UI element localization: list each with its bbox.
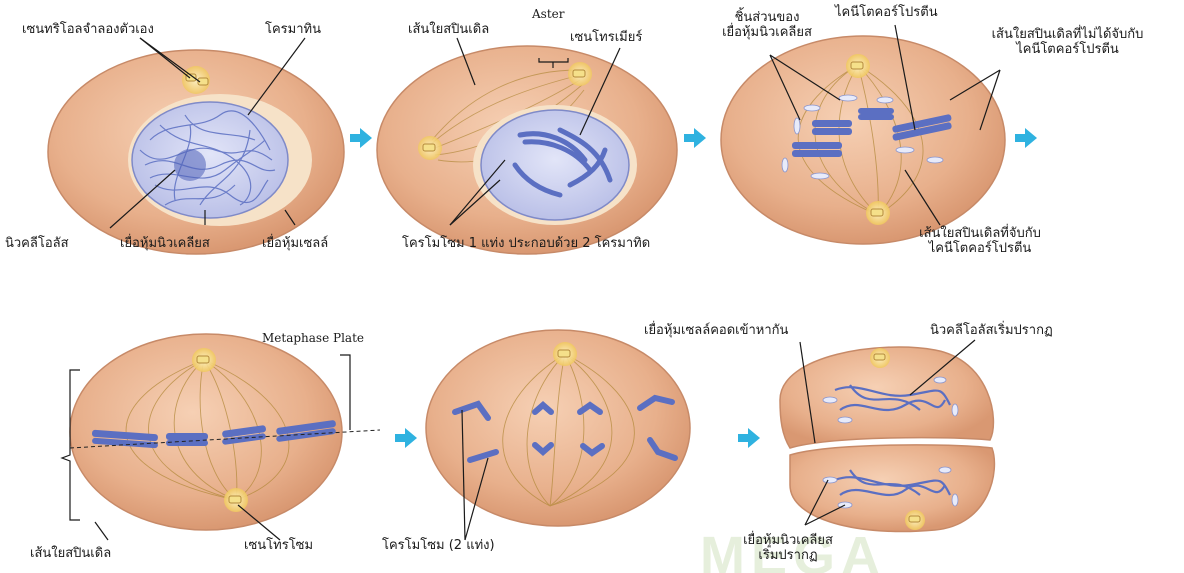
centriole-top <box>846 54 870 78</box>
centriole-top <box>870 348 890 368</box>
label-spindle-not-attached: เส้นใยสปินเดิลที่ไม่ได้จับกับ ไคนีโตคอร์… <box>955 27 1180 57</box>
label-kinetochore-protein: ไคนีโตคอร์โปรตีน <box>835 5 938 20</box>
centrioles <box>182 66 210 94</box>
nucleus <box>132 102 288 218</box>
cell-1 <box>48 50 344 254</box>
arrow-2-to-3 <box>684 128 706 148</box>
label-centriole-replicate: เซนทริโอลจำลองตัวเอง <box>22 22 154 37</box>
arrow-1-to-2 <box>350 128 372 148</box>
label-chromatin: โครมาทิน <box>265 22 321 37</box>
cell-3 <box>721 36 1005 244</box>
label-chromosome-2: โครโมโซม (2 แท่ง) <box>382 538 495 553</box>
arrow-5-to-6 <box>738 428 760 448</box>
label-cell-membrane: เยื่อหุ้มเซลล์ <box>262 236 328 251</box>
label-nuclear-envelope: เยื่อหุ้มนิวเคลียส <box>120 236 210 251</box>
centriole-bottom <box>905 510 925 530</box>
label-nuclear-envelope-reappear: เยื่อหุ้มนิวเคลียส เริ่มปรากฏ <box>708 533 868 563</box>
arrow-4-to-5 <box>395 428 417 448</box>
cell-5 <box>426 330 690 526</box>
cell-2 <box>377 46 677 254</box>
label-spindle-attached: เส้นใยสปินเดิลที่จับกับ ไคนีโตคอร์โปรตีน <box>900 226 1060 256</box>
nucleolus <box>174 149 206 181</box>
centriole-left <box>418 136 442 160</box>
centriole-bottom <box>866 201 890 225</box>
label-nuclear-fragments: ชิ้นส่วนของ เยื่อหุ้มนิวเคลียส <box>712 10 822 40</box>
nucleus <box>481 110 629 220</box>
centriole-top <box>553 342 577 366</box>
label-centrosome: เซนโทรโซม <box>244 538 313 553</box>
label-cell-membrane-pinch: เยื่อหุ้มเซลล์คอดเข้าหากัน <box>644 323 788 338</box>
cell-6 <box>780 347 994 532</box>
label-nucleolus: นิวคลีโอลัส <box>5 236 69 251</box>
centriole-top <box>568 62 592 86</box>
label-metaphase-plate: Metaphase Plate <box>262 331 364 346</box>
label-spindle-fiber-2: เส้นใยสปินเดิล <box>30 546 111 561</box>
label-centromere: เซนโทรเมียร์ <box>570 30 642 45</box>
label-nucleolus-reappear: นิวคลีโอลัสเริ่มปรากฏ <box>930 323 1053 338</box>
label-chromosome-2-chromatids: โครโมโซม 1 แท่ง ประกอบด้วย 2 โครมาทิด <box>402 236 650 251</box>
arrow-3-to-4 <box>1015 128 1037 148</box>
centriole-bottom <box>224 488 248 512</box>
cell-4 <box>70 334 380 530</box>
label-aster: Aster <box>532 7 564 22</box>
label-spindle-fiber-1: เส้นใยสปินเดิล <box>408 22 489 37</box>
centriole-top <box>192 348 216 372</box>
